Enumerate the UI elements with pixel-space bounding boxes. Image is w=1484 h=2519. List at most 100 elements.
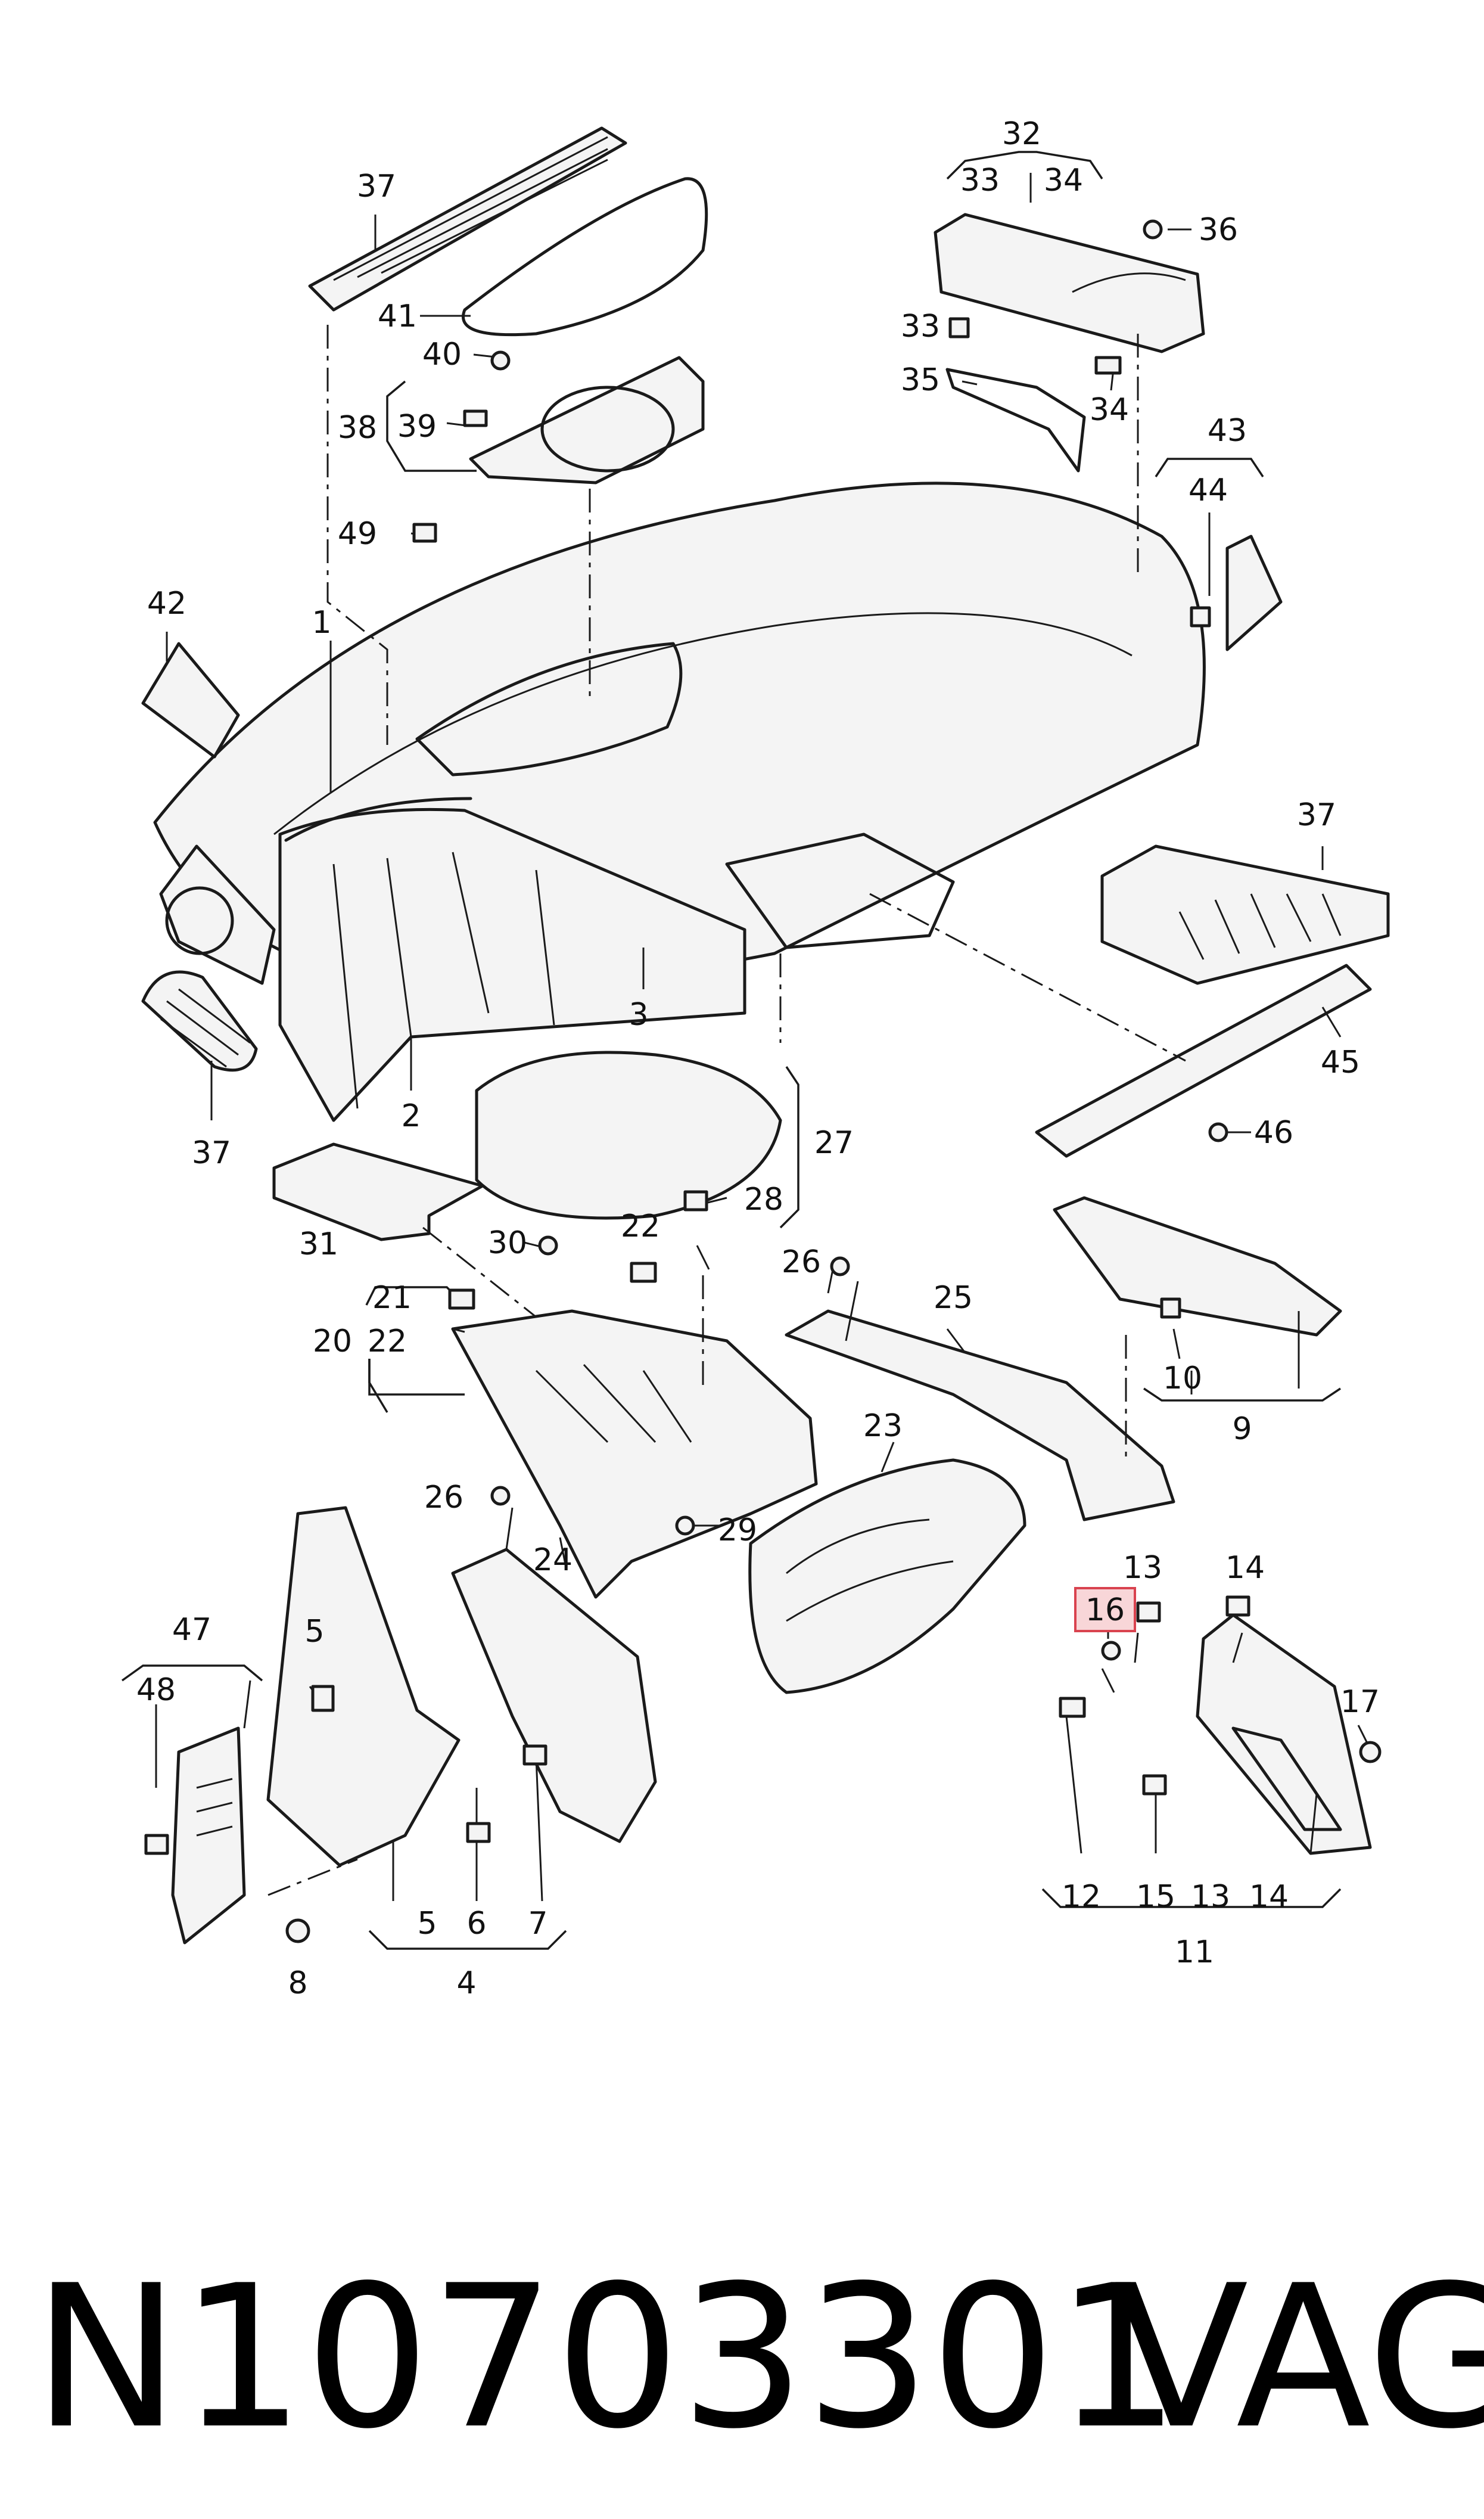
callout-46: 46 bbox=[1254, 1115, 1293, 1151]
callout-33b: 33 bbox=[901, 309, 940, 344]
screw-icon bbox=[1101, 1641, 1121, 1661]
callout-34a: 34 bbox=[1044, 163, 1083, 198]
dashboard-display-cutout bbox=[415, 642, 683, 776]
callout-41: 41 bbox=[378, 299, 417, 334]
brand-name: VAG bbox=[1114, 2243, 1484, 2472]
knee-panel-part bbox=[266, 1506, 461, 1867]
callout-13a: 13 bbox=[1123, 1550, 1162, 1586]
callout-22b: 22 bbox=[621, 1209, 660, 1244]
callout-48: 48 bbox=[136, 1672, 176, 1708]
dash-frame-ribs bbox=[332, 852, 555, 1109]
highlight-box bbox=[1074, 1587, 1136, 1632]
callout-37c: 37 bbox=[1297, 797, 1336, 833]
callout-43: 43 bbox=[1208, 413, 1247, 449]
callout-47: 47 bbox=[172, 1612, 211, 1648]
screw-icon bbox=[830, 1256, 850, 1276]
callout-37b: 37 bbox=[192, 1135, 231, 1171]
fasteners bbox=[144, 219, 1382, 1943]
clip-icon bbox=[448, 1288, 475, 1310]
callout-38: 38 bbox=[338, 410, 377, 446]
right-air-vent-slats bbox=[1178, 893, 1342, 960]
callout-12: 12 bbox=[1062, 1879, 1101, 1915]
callout-32: 32 bbox=[1002, 116, 1041, 152]
left-air-vent-slats bbox=[160, 988, 251, 1068]
dashboard-inner-contour bbox=[273, 612, 1133, 835]
callout-3: 3 bbox=[629, 997, 648, 1033]
callout-22a: 22 bbox=[368, 1324, 407, 1359]
right-lower-trim-cutout bbox=[1231, 1726, 1342, 1831]
callout-30: 30 bbox=[488, 1225, 527, 1261]
clip-icon bbox=[144, 1834, 169, 1855]
display-trim-part bbox=[462, 177, 708, 337]
clip-icon bbox=[948, 317, 970, 338]
screw-icon bbox=[490, 1486, 511, 1506]
clip-icon bbox=[1142, 1774, 1167, 1796]
left-end-cap-part bbox=[141, 642, 240, 759]
right-lower-trim-part bbox=[1196, 1613, 1372, 1855]
screw-icon bbox=[538, 1235, 558, 1256]
callout-37a: 37 bbox=[357, 169, 396, 204]
glovebox-lid-part bbox=[1053, 1196, 1342, 1337]
floor-mat-part bbox=[272, 1142, 484, 1241]
dash-frame-part bbox=[278, 807, 746, 1122]
callout-6: 6 bbox=[466, 1906, 486, 1942]
right-side-trim-part bbox=[1225, 535, 1283, 651]
cross-member-part bbox=[785, 1309, 1175, 1521]
left-side-panel-slots bbox=[196, 1778, 233, 1837]
trim-strip-part bbox=[945, 368, 1086, 473]
callout-14a: 14 bbox=[1225, 1550, 1265, 1586]
insulation-pad-part bbox=[475, 1051, 782, 1220]
callout-17: 17 bbox=[1340, 1684, 1380, 1720]
right-trim-bar-part bbox=[1035, 964, 1372, 1158]
clip-icon bbox=[412, 523, 437, 543]
callout-26b: 26 bbox=[424, 1480, 463, 1515]
left-side-panel-part bbox=[171, 1726, 246, 1945]
left-air-vent-part bbox=[141, 970, 258, 1072]
clip-icon bbox=[463, 409, 488, 427]
screw-icon bbox=[1359, 1741, 1382, 1763]
clip-icon bbox=[311, 1685, 335, 1712]
callout-5a: 5 bbox=[304, 1614, 324, 1650]
lower-center-trim-part bbox=[451, 1548, 657, 1843]
dash-seal-strip bbox=[284, 797, 472, 842]
screw-icon bbox=[285, 1918, 310, 1943]
callout-31: 31 bbox=[299, 1226, 338, 1262]
clip-icon bbox=[522, 1744, 547, 1766]
clip-icon bbox=[466, 1822, 491, 1843]
callout-28: 28 bbox=[744, 1182, 783, 1217]
leader-lines bbox=[121, 151, 1371, 1950]
left-vent-round bbox=[165, 886, 234, 955]
screw-icon bbox=[490, 350, 511, 371]
defrost-grille-part bbox=[308, 126, 627, 312]
callout-8: 8 bbox=[288, 1965, 307, 2001]
callout-44: 44 bbox=[1189, 473, 1228, 508]
callout-29: 29 bbox=[718, 1512, 757, 1548]
callout-2: 2 bbox=[401, 1098, 421, 1134]
callout-21: 21 bbox=[372, 1280, 412, 1316]
clip-icon bbox=[1160, 1297, 1181, 1319]
center-bracket-ribs bbox=[535, 1363, 692, 1443]
callout-1: 1 bbox=[312, 605, 331, 641]
instrument-cluster-dials bbox=[786, 1518, 954, 1622]
speaker-opening bbox=[540, 386, 675, 473]
screw-icon bbox=[1143, 219, 1163, 240]
right-top-trim-recess bbox=[1072, 272, 1186, 293]
clip-icon bbox=[1225, 1595, 1250, 1617]
callout-9: 9 bbox=[1232, 1411, 1252, 1447]
callout-labels: 1 2 3 4 5 5 6 7 8 9 10 11 12 13 13 14 14… bbox=[136, 116, 1380, 2001]
right-air-vent-part bbox=[1100, 844, 1390, 985]
callout-4: 4 bbox=[456, 1965, 476, 2001]
callout-40: 40 bbox=[422, 337, 462, 372]
callout-34b: 34 bbox=[1090, 392, 1129, 428]
callout-20: 20 bbox=[313, 1324, 352, 1359]
callout-49: 49 bbox=[338, 516, 377, 552]
callout-42: 42 bbox=[147, 586, 186, 622]
dashboard-vent-cutout bbox=[725, 833, 955, 949]
callout-33a: 33 bbox=[960, 163, 1000, 198]
clip-icon bbox=[1136, 1601, 1161, 1623]
dashed-reference-lines bbox=[267, 325, 1186, 1896]
clip-icon bbox=[1094, 356, 1122, 375]
callout-27: 27 bbox=[814, 1125, 854, 1161]
callout-25: 25 bbox=[934, 1280, 973, 1316]
callout-7: 7 bbox=[528, 1906, 547, 1942]
